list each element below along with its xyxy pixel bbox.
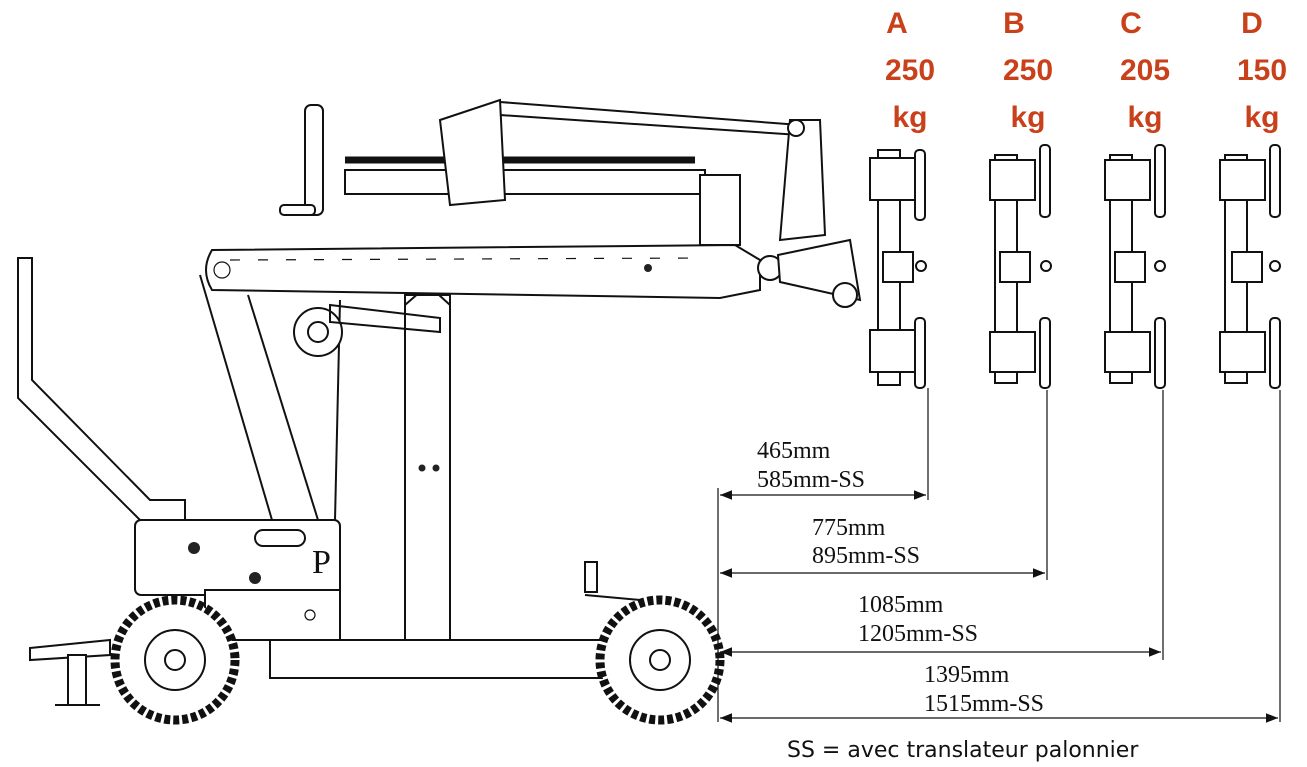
position-label-b: B 250 kg <box>1003 7 1053 134</box>
dimension-c: 1085mm 1205mm-SS <box>720 592 1161 657</box>
svg-text:C: C <box>1120 7 1142 40</box>
svg-text:1205mm-SS: 1205mm-SS <box>858 621 978 647</box>
svg-text:kg: kg <box>1244 101 1279 134</box>
svg-text:A: A <box>886 7 908 40</box>
position-label-a: A 250 kg <box>885 7 935 134</box>
lifter-head-a <box>869 149 927 389</box>
machine-mark: P <box>312 544 331 581</box>
svg-text:205: 205 <box>1120 54 1170 87</box>
svg-text:kg: kg <box>892 101 927 134</box>
crane-machine: P <box>17 98 862 725</box>
front-wheel <box>595 595 725 725</box>
svg-text:D: D <box>1241 7 1263 40</box>
position-label-d: D 150 kg <box>1237 7 1287 134</box>
dimension-a: 465mm 585mm-SS <box>720 438 926 500</box>
svg-text:1395mm: 1395mm <box>924 662 1010 688</box>
rear-plate <box>304 104 324 216</box>
lifter-head-d <box>1219 144 1281 389</box>
svg-text:1085mm: 1085mm <box>858 592 944 618</box>
dimension-b: 775mm 895mm-SS <box>720 515 1045 578</box>
svg-text:1515mm-SS: 1515mm-SS <box>924 691 1044 717</box>
footnote: SS = avec translateur palonnier <box>787 738 1139 763</box>
svg-text:kg: kg <box>1127 101 1162 134</box>
upper-boom <box>344 169 706 195</box>
steering-handle <box>17 257 186 521</box>
dimension-d: 1395mm 1515mm-SS <box>720 662 1278 723</box>
svg-text:B: B <box>1003 7 1025 40</box>
svg-text:895mm-SS: 895mm-SS <box>812 543 920 569</box>
svg-text:465mm: 465mm <box>757 438 831 464</box>
svg-text:250: 250 <box>885 54 935 87</box>
rear-wheel <box>110 595 240 725</box>
svg-text:585mm-SS: 585mm-SS <box>757 467 865 493</box>
lifter-head-c <box>1104 144 1166 389</box>
mast <box>404 294 451 641</box>
lower-boom <box>205 243 761 300</box>
svg-text:kg: kg <box>1010 101 1045 134</box>
counterweight-box <box>134 519 341 596</box>
svg-text:250: 250 <box>1003 54 1053 87</box>
svg-text:775mm: 775mm <box>812 515 886 541</box>
position-label-c: C 205 kg <box>1120 7 1170 134</box>
lifter-head-b <box>989 144 1052 389</box>
svg-text:150: 150 <box>1237 54 1287 87</box>
